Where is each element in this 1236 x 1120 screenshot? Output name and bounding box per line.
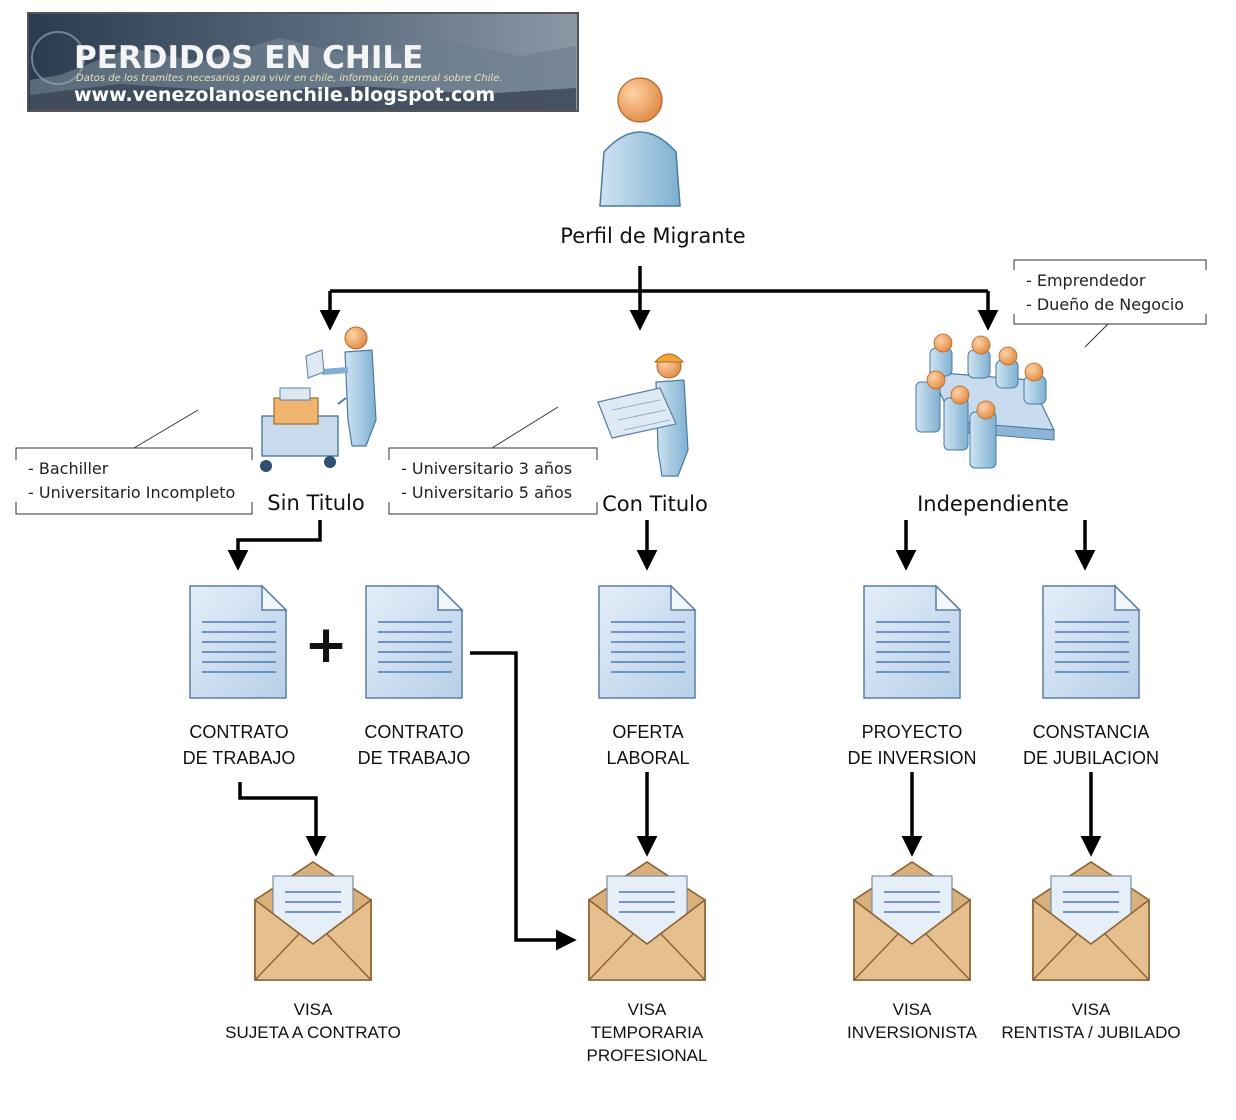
note-independiente: - Emprendedor - Dueño de Negocio	[1013, 259, 1207, 348]
category-independiente-label: Independiente	[917, 492, 1069, 516]
banner-title: PERDIDOS EN CHILE	[74, 40, 423, 76]
document-4-line-2: DE INVERSION	[847, 748, 976, 768]
visa-3-line-2: INVERSIONISTA	[847, 1023, 978, 1042]
visa-1-line-1: VISA	[294, 1000, 333, 1019]
worker-cart-icon	[260, 326, 377, 472]
document-2-line-2: DE TRABAJO	[358, 748, 471, 768]
note-independiente-line-1: - Emprendedor	[1026, 271, 1146, 290]
note-sin-titulo-line-1: - Bachiller	[28, 459, 109, 478]
document-icon	[863, 585, 961, 699]
document-5-line-2: DE JUBILACION	[1023, 748, 1159, 768]
meeting-table-icon	[915, 333, 1055, 469]
document-icon	[1042, 585, 1140, 699]
document-2-line-1: CONTRATO	[364, 722, 463, 742]
document-1-line-1: CONTRATO	[189, 722, 288, 742]
document-4-line-1: PROYECTO	[862, 722, 963, 742]
note-sin-titulo: - Bachiller - Universitario Incompleto	[15, 409, 253, 515]
banner-url[interactable]: www.venezolanosenchile.blogspot.com	[74, 84, 495, 106]
blog-banner[interactable]: PERDIDOS EN CHILE Datos de los tramites …	[27, 12, 579, 112]
document-3-line-2: LABORAL	[606, 748, 689, 768]
visa-4-line-2: RENTISTA / JUBILADO	[1001, 1023, 1180, 1042]
category-sin-titulo-label: Sin Titulo	[267, 491, 364, 515]
document-3-line-1: OFERTA	[612, 722, 683, 742]
note-con-titulo: - Universitario 3 años - Universitario 5…	[388, 406, 598, 515]
note-con-titulo-line-2: - Universitario 5 años	[401, 483, 572, 502]
note-sin-titulo-line-2: - Universitario Incompleto	[28, 483, 235, 502]
envelope-letter-icon	[1032, 861, 1150, 981]
engineer-blueprint-icon	[597, 353, 689, 477]
root-connectors	[319, 266, 999, 331]
plus-sign: +	[304, 615, 348, 675]
category-document-connectors	[227, 520, 1096, 571]
visa-2-line-3: PROFESIONAL	[587, 1046, 708, 1065]
envelope-letter-icon	[254, 861, 372, 981]
document-visa-connectors	[238, 651, 1102, 951]
document-icon	[365, 585, 463, 699]
document-5-line-1: CONSTANCIA	[1033, 722, 1150, 742]
visa-2-line-2: TEMPORARIA	[591, 1023, 704, 1042]
note-con-titulo-line-1: - Universitario 3 años	[401, 459, 572, 478]
banner-subtitle: Datos de los tramites necesarios para vi…	[76, 72, 503, 84]
envelope-letter-icon	[853, 861, 971, 981]
category-con-titulo-label: Con Titulo	[602, 492, 708, 516]
visa-3-line-1: VISA	[893, 1000, 932, 1019]
globe-icon	[31, 31, 85, 85]
document-icon	[598, 585, 696, 699]
document-icon	[189, 585, 287, 699]
visa-2-line-1: VISA	[628, 1000, 667, 1019]
root-label: Perfil de Migrante	[560, 224, 745, 248]
visa-1-line-2: SUJETA A CONTRATO	[225, 1023, 401, 1042]
person-icon	[599, 77, 681, 207]
note-independiente-line-2: - Dueño de Negocio	[1026, 295, 1184, 314]
document-1-line-2: DE TRABAJO	[183, 748, 296, 768]
envelope-letter-icon	[588, 861, 706, 981]
visa-4-line-1: VISA	[1072, 1000, 1111, 1019]
